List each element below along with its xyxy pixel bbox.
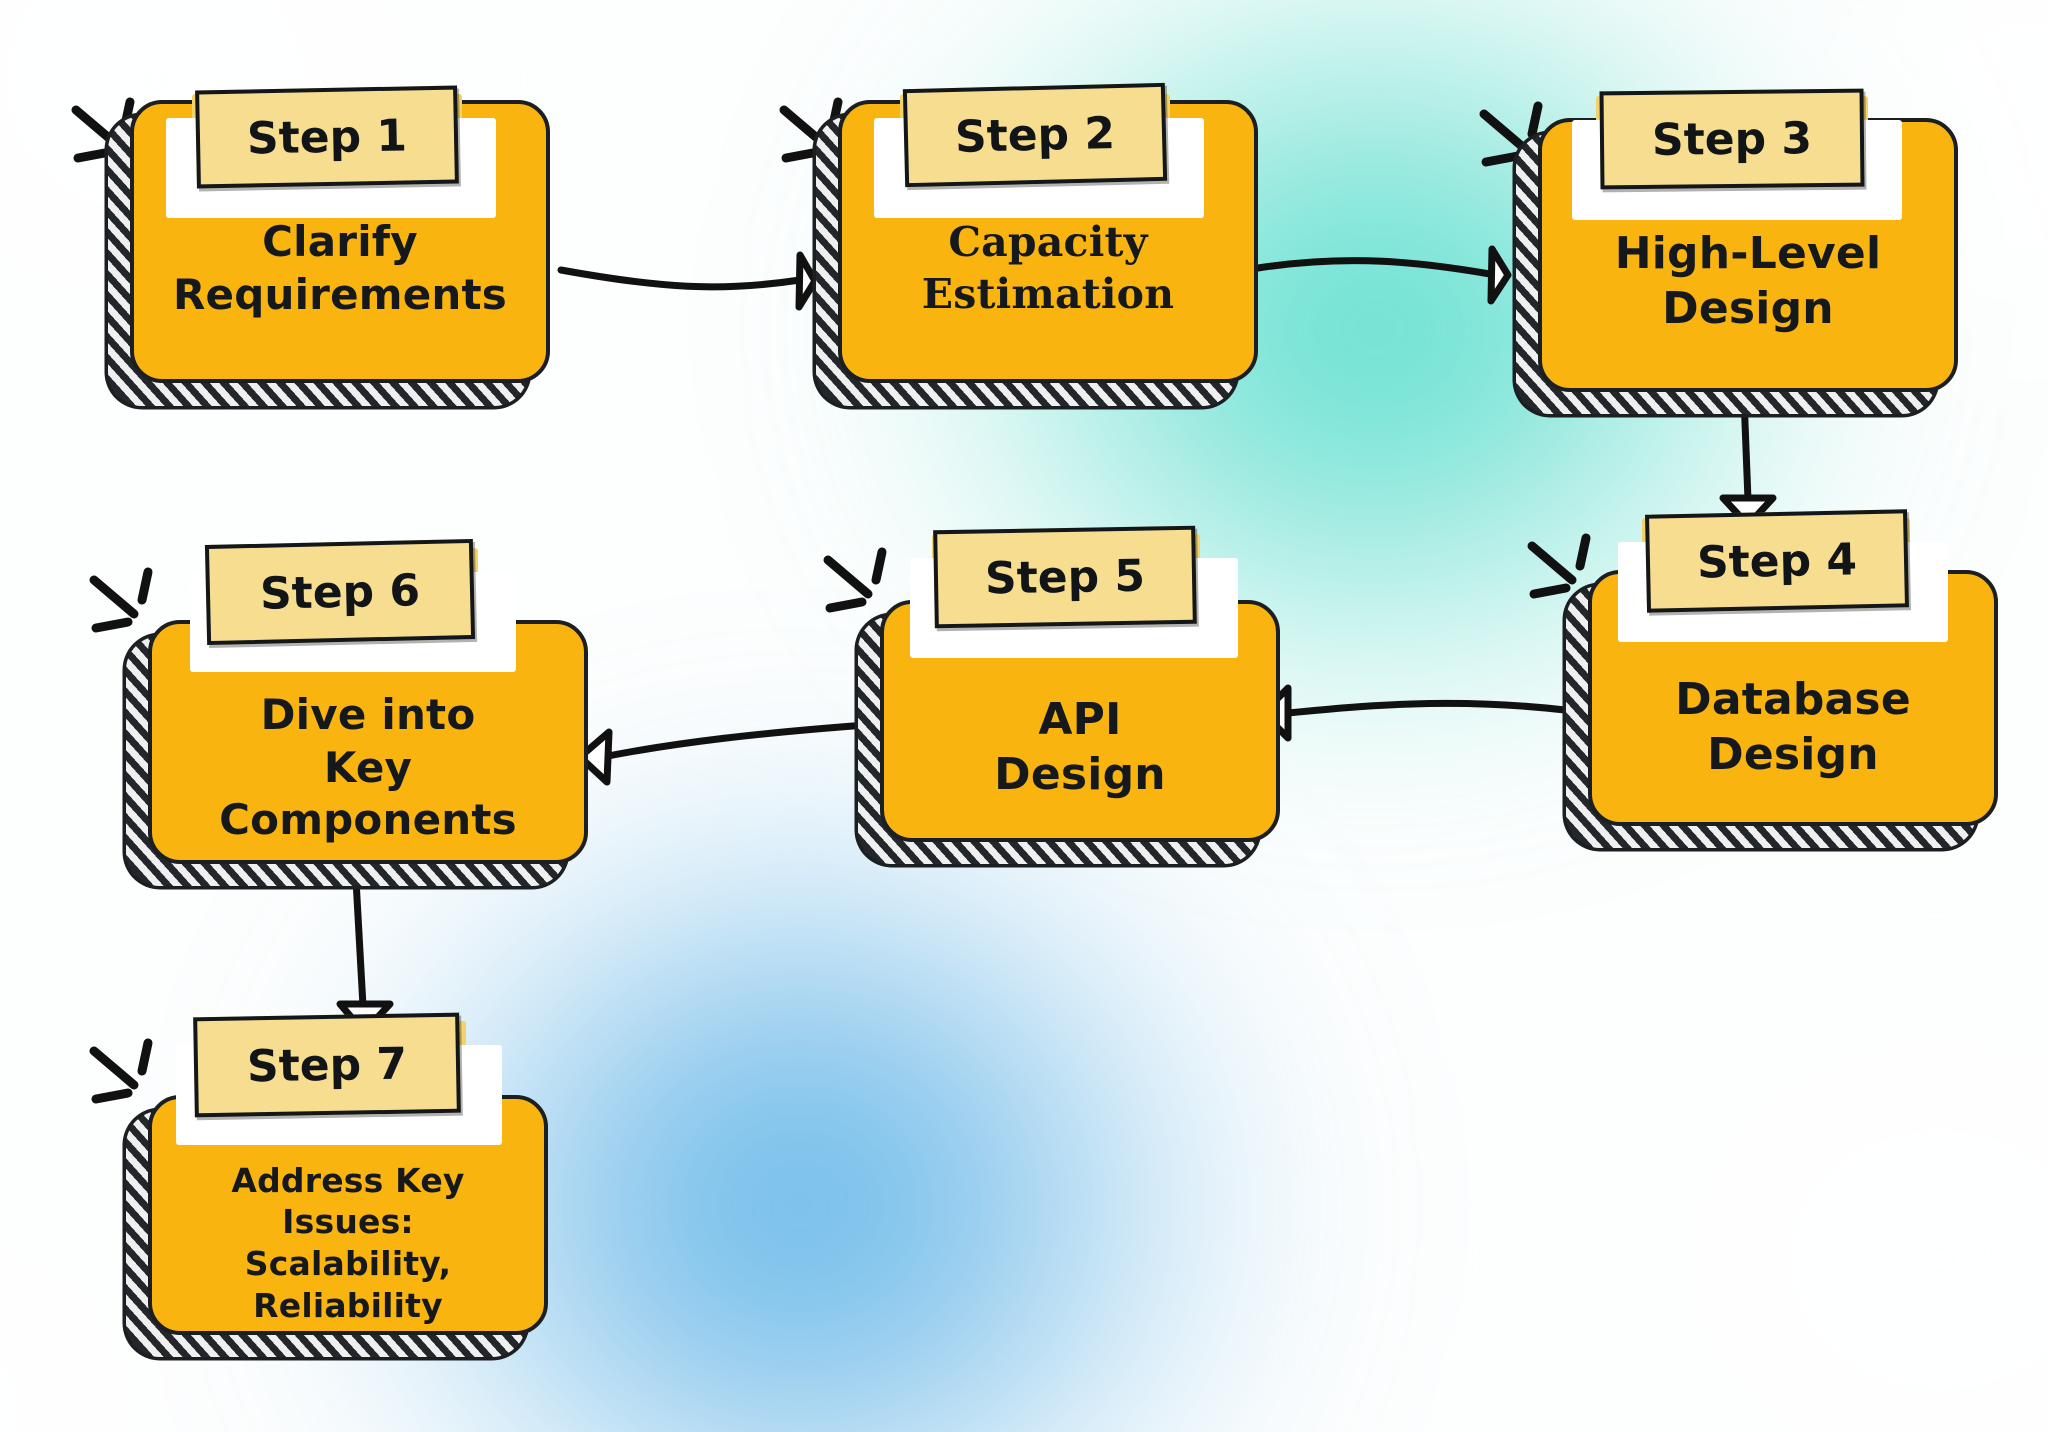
tab-label: Step 4 bbox=[1696, 533, 1858, 589]
node-step1[interactable]: Clarify Requirements Step 1 bbox=[71, 85, 550, 406]
tab-step4[interactable]: Step 4 bbox=[1645, 509, 1909, 613]
node-step3[interactable]: High-Level Design Step 3 bbox=[1479, 88, 1958, 414]
tab-step1[interactable]: Step 1 bbox=[195, 85, 459, 189]
node-line: Key Components bbox=[219, 742, 517, 845]
node-line: Address Key Issues: bbox=[231, 1160, 465, 1242]
node-line: Capacity bbox=[948, 217, 1148, 266]
node-line: Database bbox=[1675, 673, 1911, 725]
node-line: Scalability, Reliability bbox=[244, 1244, 452, 1325]
node-line: Design bbox=[1707, 729, 1879, 780]
node-step4[interactable]: Database Design Step 4 bbox=[1527, 509, 1998, 848]
tab-label: Step 2 bbox=[954, 107, 1116, 163]
tab-step5[interactable]: Step 5 bbox=[933, 525, 1197, 629]
node-line: Requirements bbox=[172, 269, 507, 319]
node-step7[interactable]: Address Key Issues: Scalability, Reliabi… bbox=[89, 1012, 548, 1357]
edge-step4-to-step5 bbox=[1259, 684, 1569, 742]
edge-step1-to-step2 bbox=[557, 251, 819, 311]
tab-label: Step 5 bbox=[984, 550, 1146, 604]
edge-step5-to-step6 bbox=[576, 721, 870, 786]
node-line: Design bbox=[994, 749, 1166, 800]
node-line: API bbox=[1038, 693, 1122, 745]
node-line: Clarify bbox=[262, 216, 418, 266]
tab-step3[interactable]: Step 3 bbox=[1599, 88, 1865, 190]
tab-label: Step 1 bbox=[246, 109, 408, 165]
node-step2[interactable]: Capacity Estimation Step 2 bbox=[779, 82, 1258, 406]
node-step5[interactable]: API Design Step 5 bbox=[823, 525, 1280, 864]
node-line: Dive into bbox=[260, 689, 476, 739]
tab-label: Step 7 bbox=[246, 1038, 408, 1092]
node-line: Design bbox=[1662, 283, 1834, 334]
tab-step6[interactable]: Step 6 bbox=[204, 538, 476, 646]
node-line: Estimation bbox=[921, 269, 1175, 318]
node-step6[interactable]: Dive into Key Components Step 6 bbox=[89, 538, 588, 886]
tab-label: Step 6 bbox=[259, 564, 421, 620]
node-line: High-Level bbox=[1614, 227, 1882, 279]
tab-step7[interactable]: Step 7 bbox=[193, 1012, 461, 1118]
tab-step2[interactable]: Step 2 bbox=[902, 82, 1168, 188]
edge-step3-to-step4 bbox=[1719, 393, 1777, 529]
edge-step6-to-step7 bbox=[336, 876, 394, 1036]
edge-step2-to-step3 bbox=[1254, 245, 1512, 305]
tab-label: Step 3 bbox=[1651, 112, 1813, 166]
